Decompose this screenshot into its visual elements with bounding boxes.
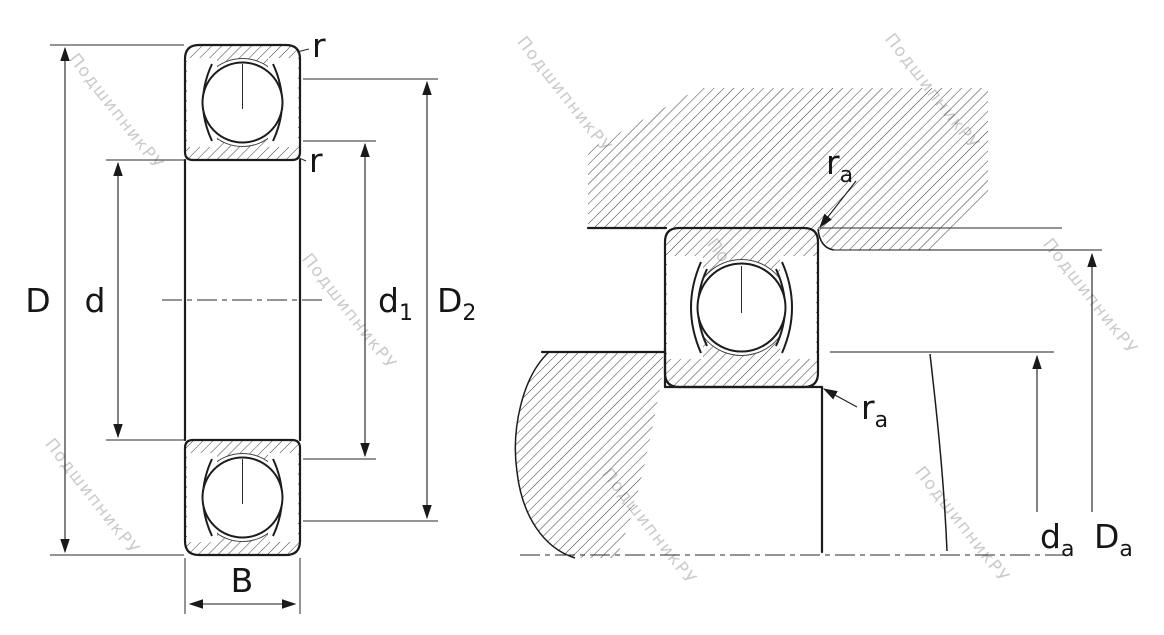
dimension-Da: Da xyxy=(1087,252,1133,562)
label-D: D xyxy=(25,281,50,320)
leader-line xyxy=(822,388,858,408)
seal-right xyxy=(781,261,793,354)
watermark: ПодшипникРУ xyxy=(64,50,167,174)
mounting-view: ra ra da Da xyxy=(514,88,1133,562)
watermark: ПодшипникРУ xyxy=(1038,235,1141,359)
leader-line xyxy=(296,48,310,53)
mounted-bearing-section xyxy=(663,226,820,389)
label-r-outer: r xyxy=(312,26,326,65)
watermark: ПодшипникРУ xyxy=(40,435,143,559)
dimension-D: D xyxy=(25,44,184,556)
callout-r-outer: r xyxy=(296,26,326,65)
dimension-d: d xyxy=(85,159,184,441)
housing-fillet xyxy=(817,228,835,251)
label-D2: D2 xyxy=(437,281,476,326)
callout-ra-bottom: ra xyxy=(822,388,888,433)
dimension-D2: D2 xyxy=(303,78,476,522)
shaft-shoulder-hatch xyxy=(515,352,663,558)
ring-section-top xyxy=(183,43,302,162)
label-d: d xyxy=(85,281,106,320)
dimension-da: da xyxy=(1032,354,1074,562)
shaft-shoulder-outline xyxy=(514,351,576,559)
leader-line xyxy=(819,180,857,228)
cross-section-view: D d d1 D2 B xyxy=(25,26,476,614)
dimension-d1: d1 xyxy=(303,140,413,460)
seal-left xyxy=(690,261,702,354)
label-ra-bottom: ra xyxy=(861,388,888,433)
shaft-contour-curve xyxy=(929,353,948,552)
label-da: da xyxy=(1040,517,1074,562)
leader-line xyxy=(296,156,307,162)
label-B: B xyxy=(231,561,254,600)
dimension-B: B xyxy=(184,558,301,614)
callout-ra-top: ra xyxy=(819,143,857,228)
callout-r-inner: r xyxy=(296,141,323,180)
label-ra-top: ra xyxy=(826,143,853,188)
watermark: ПодшипникРУ xyxy=(512,33,615,157)
label-Da: Da xyxy=(1094,517,1133,562)
watermark: ПодшипникРУ xyxy=(910,463,1013,587)
label-r-inner: r xyxy=(309,141,323,180)
ring-section-bottom xyxy=(183,438,302,557)
housing-hatch xyxy=(588,88,988,250)
label-d1: d1 xyxy=(378,281,413,326)
